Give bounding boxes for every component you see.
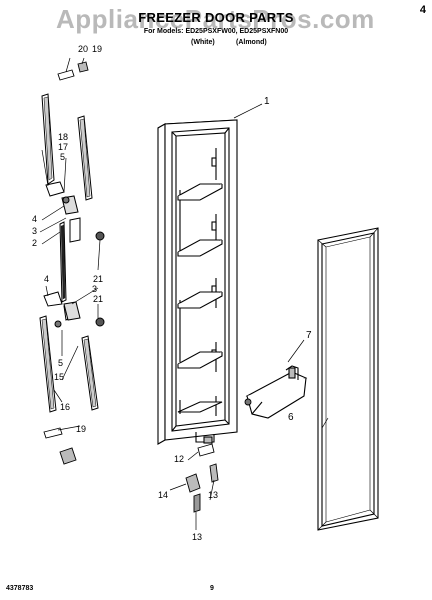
callout-13-lower: 13 [192,532,202,542]
callout-12: 12 [174,454,184,464]
callout-5-upper: 5 [60,152,65,162]
callout-14: 14 [158,490,168,500]
door-bin [245,365,308,419]
corner-mark: 4 [419,4,426,16]
callout-4-upper: 4 [32,214,37,224]
callout-6: 6 [288,412,294,423]
upper-trim-strip [41,93,93,201]
callout-3-lower: 3 [92,284,97,294]
callout-16: 16 [60,402,70,412]
callout-21-lower: 21 [93,294,103,304]
callout-labels: 20 19 17 18 5 4 3 2 21 4 3 21 5 15 16 19… [32,44,312,542]
screw-parts [43,61,252,513]
callout-21-upper: 21 [93,274,103,284]
callout-4-lower: 4 [44,274,49,284]
leader-lines [39,57,329,530]
callout-19-bottom: 19 [76,424,86,434]
callout-20: 20 [78,44,88,54]
freezer-door-panel [157,119,238,445]
callout-15: 15 [54,372,64,382]
color-label-white: (White) [191,39,215,46]
lower-hinge-assembly [43,231,105,328]
lower-trim-strip [39,315,99,413]
model-subtitle: For Models: ED25PSXFW00, ED25PSXFN00 [143,28,289,35]
long-hinge-strip [59,221,71,321]
callout-13-upper: 13 [208,490,218,500]
callout-18: 18 [58,132,68,142]
callout-7: 7 [306,330,312,341]
callout-19-top: 19 [92,44,102,54]
callout-17: 17 [58,142,68,152]
callout-5-lower: 5 [58,358,63,368]
door-gasket [317,227,379,531]
diagram-title: FREEZER DOOR PARTS [138,10,294,25]
document-number: 4378783 [6,585,34,592]
upper-hinge-assembly [45,181,81,243]
callout-1: 1 [264,96,270,107]
color-label-almond: (Almond) [236,39,267,46]
callout-3-upper: 3 [32,226,37,236]
watermark: AppliancePartsPros.com [56,4,375,34]
callout-2: 2 [32,238,37,248]
page-number: 9 [210,585,214,592]
